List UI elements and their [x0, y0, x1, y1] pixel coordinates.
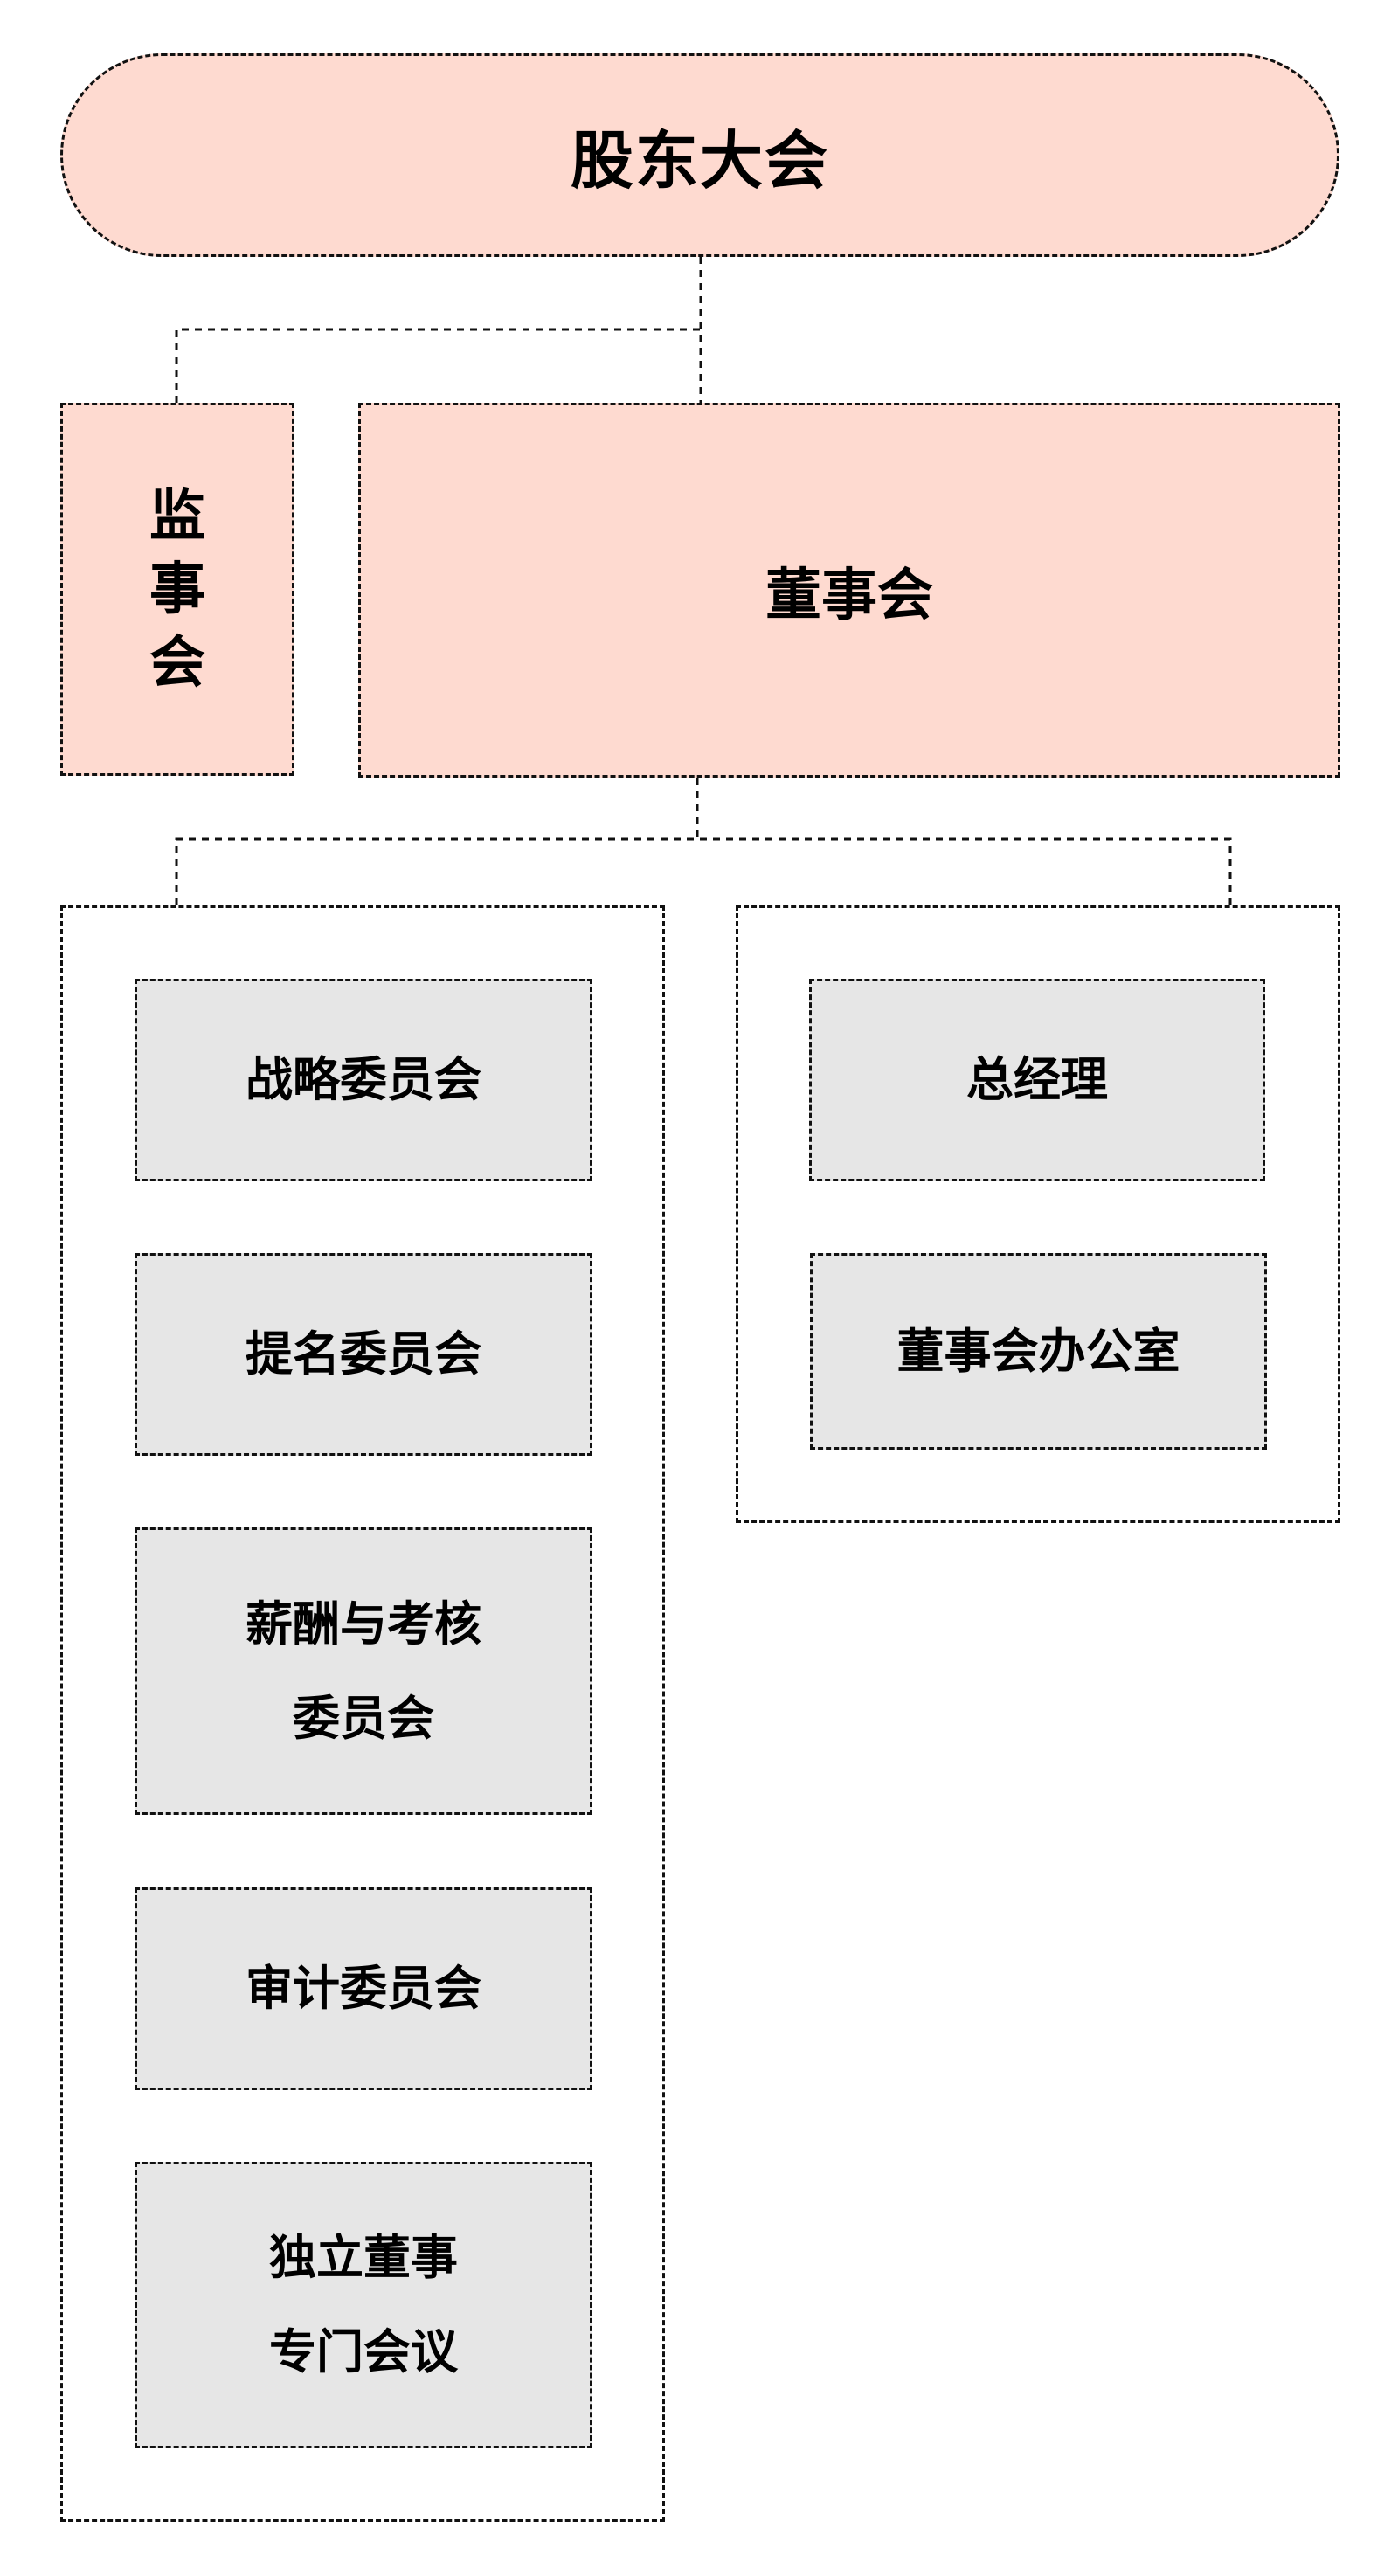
committee-label-line2: 专门会议 [269, 2324, 458, 2379]
board-of-directors-label: 董事会 [765, 563, 933, 628]
supervisory-board-label: 监事会 [149, 483, 205, 696]
shareholders-meeting-node[interactable]: 股东大会 [60, 53, 1339, 257]
committee-strategy-node[interactable]: 战略委员会 [135, 979, 592, 1181]
committee-nomination-node[interactable]: 提名委员会 [135, 1253, 592, 1456]
committee-label-line1: 独立董事 [269, 2230, 458, 2285]
committee-label-line2: 委员会 [293, 1690, 434, 1746]
committee-audit-node[interactable]: 审计委员会 [135, 1887, 592, 2090]
committee-label: 战略委员会 [246, 1052, 481, 1107]
committee-remuneration-node[interactable]: 薪酬与考核 委员会 [135, 1527, 592, 1815]
committee-label: 提名委员会 [246, 1326, 481, 1381]
executive-label: 总经理 [966, 1052, 1108, 1107]
committee-label: 审计委员会 [246, 1961, 481, 2016]
executive-label: 董事会办公室 [896, 1323, 1180, 1379]
shareholders-meeting-label: 股东大会 [570, 124, 829, 197]
connector-board-branch [175, 837, 1232, 905]
general-manager-node[interactable]: 总经理 [809, 979, 1265, 1181]
board-office-node[interactable]: 董事会办公室 [810, 1253, 1267, 1450]
connector-shareholders-branch [175, 328, 702, 403]
supervisory-board-node[interactable]: 监事会 [60, 403, 294, 776]
committee-independent-directors-node[interactable]: 独立董事 专门会议 [135, 2162, 592, 2448]
committee-label-line1: 薪酬与考核 [246, 1596, 481, 1652]
board-of-directors-node[interactable]: 董事会 [358, 403, 1340, 778]
